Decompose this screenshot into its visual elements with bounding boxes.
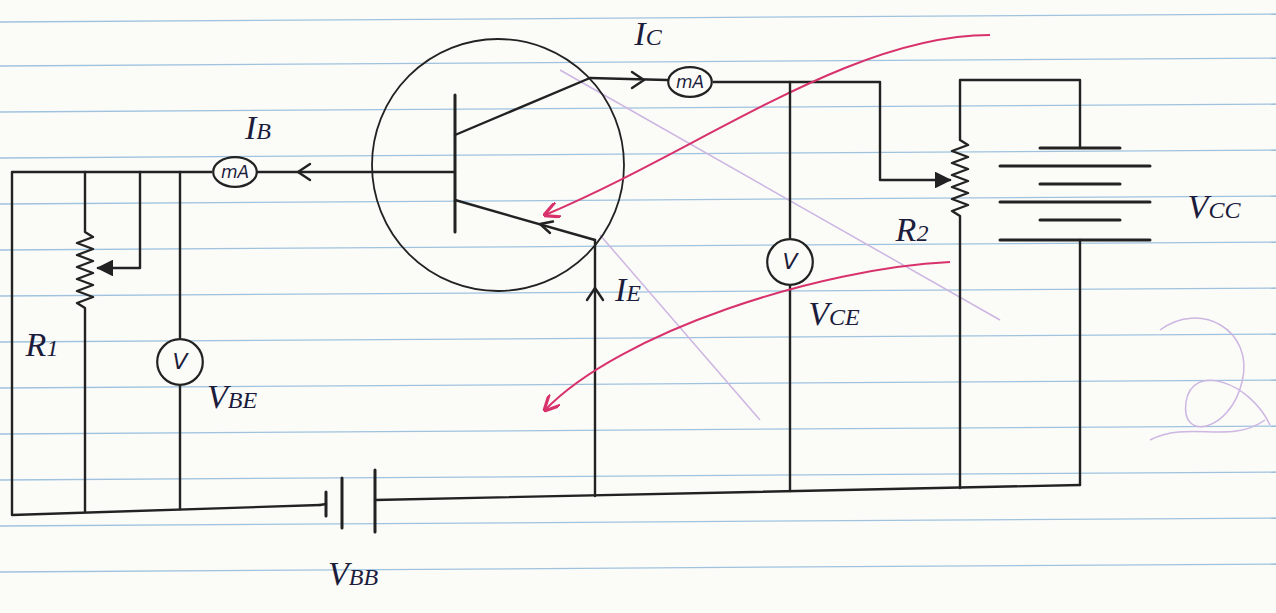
pencil-scribble [1150,420,1265,440]
symbol-label: VBE [207,380,257,414]
pencil-scribble [1160,318,1270,427]
circuit-wires [12,39,1150,532]
meter-letter: V [172,351,187,373]
ruled-line [0,150,1276,158]
meter-letter: mA [221,164,249,181]
transistor-emitter [455,200,595,240]
ruled-line [0,426,1276,434]
symbol-label: IE [615,273,641,307]
meter: mA [212,156,258,188]
meter: mA [667,66,713,98]
meter-letter: V [782,251,797,273]
battery-lead [1079,240,1081,485]
ruled-lines [0,14,1276,572]
annotation-arrows [545,35,990,410]
meter-circle [213,157,257,187]
transistor-envelope [372,39,624,291]
symbol-label: IC [634,17,661,51]
meter-circle [668,67,712,97]
meter-circle [767,239,813,285]
symbol-label: R1 [26,328,59,362]
voltmeter-wire [179,386,181,509]
symbol-label: IB [245,111,271,145]
battery-plate [1040,183,1120,186]
current-arrow [587,288,603,300]
emitter-wire [594,240,596,496]
battery-plate [1040,147,1120,150]
pencil-line [560,70,1000,320]
battery-plate [1000,201,1150,204]
symbol-label: VCC [1188,190,1241,224]
ruled-line [0,472,1276,480]
transistor-collector [455,78,590,135]
resistor-symbol [77,172,93,512]
symbol-label: R2 [896,213,929,247]
base-loop-wire [12,172,320,515]
meter-circle [157,339,203,385]
ruled-line [0,104,1276,112]
meter: V [156,338,204,386]
base-wire [258,171,455,173]
emitter-arrow [540,222,553,234]
symbol-label: VCE [808,297,859,331]
current-arrow [632,72,644,88]
ruled-line [0,564,1276,572]
ruled-line [0,518,1276,526]
ruled-line [0,196,1276,204]
voltmeter-wire [789,286,791,491]
current-arrow [298,164,310,180]
battery-plate [1040,219,1120,222]
battery-plate [1000,239,1150,242]
ruled-line [0,58,1276,66]
battery-plate [341,478,344,528]
collector-wire [590,78,667,80]
collector-load-wire [790,82,950,180]
wire [180,172,212,338]
annotation-arrow [545,35,990,215]
faint-pencil-marks [560,70,1270,440]
resistor-symbol [952,80,1080,488]
meter: V [766,238,814,286]
meter-letter: mA [676,74,704,91]
battery-plate [1000,165,1150,168]
battery-lead [320,504,326,505]
ruled-line [0,334,1276,342]
annotation-arrow [545,262,950,410]
symbol-label: VBB [328,557,378,591]
transistor-base-bar [454,95,457,232]
common-wire [375,485,1080,500]
rheostat-wiper [98,172,140,268]
wire [713,82,790,238]
ruled-line [0,242,1276,250]
